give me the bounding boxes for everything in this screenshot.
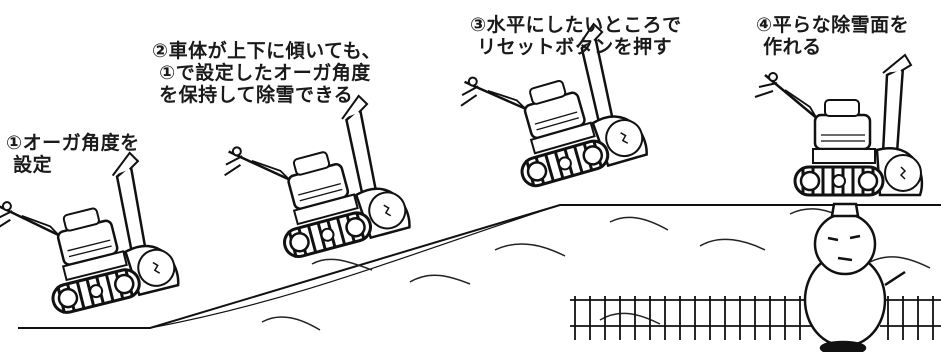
ground-slope-line	[18, 204, 941, 329]
step1-caption: ①オーガ角度を 設定	[6, 132, 140, 176]
snowman	[803, 202, 906, 352]
lower-slope-curve	[149, 204, 561, 329]
step4-caption: ④平らな除雪面を 作れる	[756, 14, 910, 58]
step2-caption: ②車体が上下に傾いても、 ①で設定したオーガ角度 を保持して除雪できる	[152, 40, 381, 106]
snowblower-2	[212, 90, 413, 272]
snowblower-4	[753, 53, 924, 197]
step3-caption: ③水平にしたいところで リセットボタンを押す	[470, 14, 682, 58]
fence	[570, 296, 941, 340]
